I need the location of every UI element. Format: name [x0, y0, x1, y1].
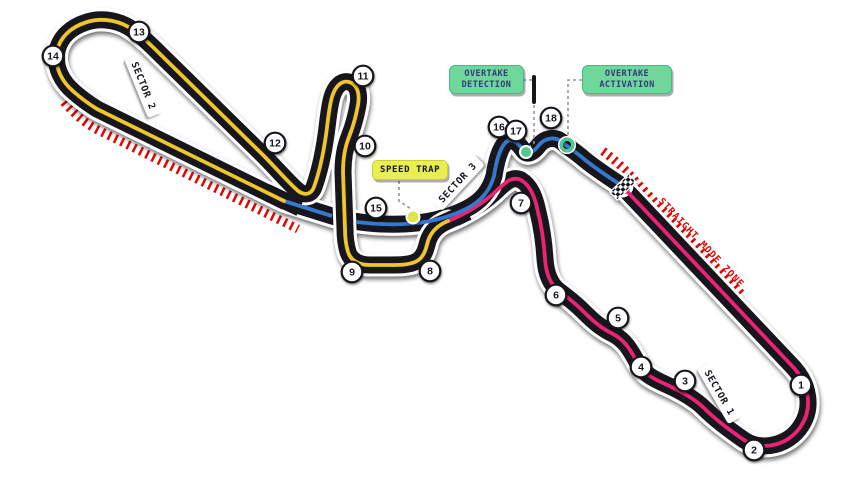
- corner-marker-18: 18: [539, 106, 563, 130]
- corner-marker-7: 7: [509, 191, 533, 215]
- svg-text:11: 11: [357, 71, 368, 83]
- activation-connector: [567, 79, 582, 138]
- svg-text:17: 17: [510, 126, 522, 138]
- svg-text:16: 16: [493, 122, 505, 134]
- corner-marker-11: 11: [351, 64, 375, 88]
- overtake-detection-marker: [519, 145, 533, 159]
- corner-marker-13: 13: [127, 20, 151, 44]
- sector1-line: [446, 176, 810, 448]
- svg-text:18: 18: [545, 113, 557, 125]
- svg-text:7: 7: [518, 198, 524, 210]
- svg-text:2: 2: [751, 445, 757, 457]
- overtake-activation-marker-outer: [557, 136, 576, 155]
- svg-text:12: 12: [269, 138, 281, 150]
- corner-marker-15: 15: [364, 196, 388, 220]
- corner-marker-5: 5: [606, 306, 630, 330]
- sector2-line: [54, 17, 450, 267]
- speed-trap-label: SPEED TRAP: [372, 160, 449, 181]
- corner-marker-2: 2: [742, 438, 766, 462]
- track-band-sector1: [436, 167, 820, 458]
- corner-marker-3: 3: [673, 369, 697, 393]
- svg-text:10: 10: [359, 141, 371, 153]
- overtake-detection-label: OVERTAKE DETECTION: [449, 65, 524, 95]
- svg-text:14: 14: [47, 51, 59, 63]
- overtake-activation-label: OVERTAKE ACTIVATION: [582, 65, 672, 95]
- svg-text:8: 8: [427, 266, 433, 278]
- hatch-zone-back-straight: [60, 99, 300, 234]
- svg-text:1: 1: [798, 380, 804, 392]
- detection-connector: [523, 79, 535, 150]
- svg-text:5: 5: [615, 313, 621, 325]
- svg-text:3: 3: [682, 376, 688, 388]
- corner-marker-12: 12: [263, 131, 287, 155]
- svg-text:6: 6: [553, 290, 559, 302]
- svg-text:9: 9: [349, 267, 355, 279]
- corner-marker-6: 6: [544, 283, 568, 307]
- corner-marker-10: 10: [353, 134, 377, 158]
- overtake-activation-marker: [559, 137, 575, 153]
- corner-marker-9: 9: [340, 260, 364, 284]
- svg-text:13: 13: [133, 27, 145, 39]
- svg-text:15: 15: [370, 203, 382, 215]
- svg-text:4: 4: [638, 362, 644, 374]
- corner-marker-17: 17: [504, 119, 528, 143]
- speed-trap-marker: [405, 209, 421, 225]
- corner-marker-4: 4: [629, 355, 653, 379]
- start-finish-line: [608, 173, 638, 201]
- corner-marker-8: 8: [418, 259, 442, 283]
- sector3-line-a: [283, 199, 333, 218]
- corner-marker-14: 14: [41, 44, 65, 68]
- corner-marker-1: 1: [789, 373, 813, 397]
